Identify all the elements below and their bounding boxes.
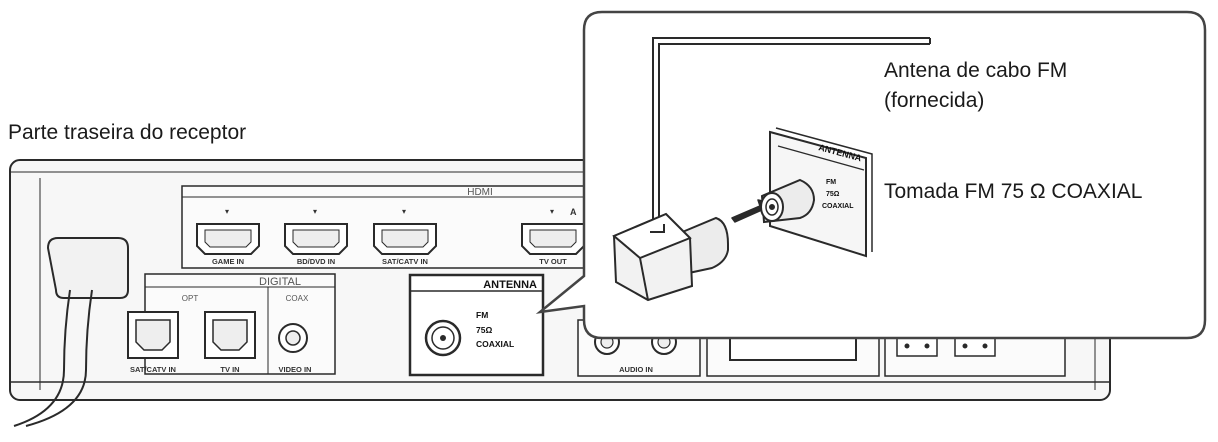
hdmi-arc-mark: A: [570, 207, 577, 217]
opt-port-label: SAT/CATV IN: [130, 365, 176, 374]
antenna-cable-label-line2: (fornecida): [884, 89, 985, 112]
svg-text:▾: ▾: [402, 207, 406, 216]
hdmi-port-label: SAT/CATV IN: [382, 257, 428, 266]
opt-port-satcatv: SAT/CATV IN: [127, 311, 179, 374]
hdmi-port-label: TV OUT: [539, 257, 567, 266]
zoom-fm-jack: [760, 178, 816, 224]
zoom-antenna-coaxial: COAXIAL: [822, 203, 854, 210]
audio-in-label: AUDIO IN: [619, 365, 653, 374]
hdmi-group-title: HDMI: [467, 187, 493, 198]
hdmi-port-tvout: ▾ A TV OUT: [521, 207, 585, 266]
hdmi-port-satcatv: ▾ SAT/CATV IN: [373, 207, 437, 266]
svg-text:▾: ▾: [313, 207, 317, 216]
svg-text:▾: ▾: [550, 207, 554, 216]
antenna-cable-label-line1: Antena de cabo FM: [884, 59, 1068, 82]
opt-port-label: TV IN: [220, 365, 239, 374]
receiver-antenna-ohm: 75Ω: [476, 325, 492, 335]
hdmi-port-label: BD/DVD IN: [297, 257, 335, 266]
coax-title: COAX: [286, 294, 309, 303]
fm-antenna-wire: [652, 37, 931, 228]
svg-text:▾: ▾: [225, 207, 229, 216]
fm-antenna-plug: [612, 212, 729, 302]
power-cord: [13, 237, 129, 427]
receiver-antenna-coaxial: COAXIAL: [476, 339, 514, 349]
coax-port-video: VIDEO IN: [278, 323, 312, 374]
hdmi-port-label: GAME IN: [212, 257, 244, 266]
rear-of-receiver-label: Parte traseira do receptor: [8, 121, 247, 144]
zoom-antenna-ohm: 75Ω: [826, 191, 840, 198]
receiver-antenna-block: ANTENNA FM 75Ω COAXIAL: [408, 273, 545, 377]
hdmi-port-bddvd: ▾ BD/DVD IN: [284, 207, 348, 266]
fm-jack-label: Tomada FM 75 Ω COAXIAL: [884, 180, 1143, 203]
receiver-antenna-title: ANTENNA: [483, 279, 537, 291]
coax-port-label: VIDEO IN: [279, 365, 312, 374]
opt-port-tv: TV IN: [204, 311, 256, 374]
opt-title: OPT: [182, 294, 199, 303]
hdmi-port-game: ▾ GAME IN: [196, 207, 260, 266]
digital-group-title: DIGITAL: [259, 276, 301, 288]
receiver-antenna-fm: FM: [476, 310, 488, 320]
zoom-antenna-fm: FM: [826, 179, 836, 186]
